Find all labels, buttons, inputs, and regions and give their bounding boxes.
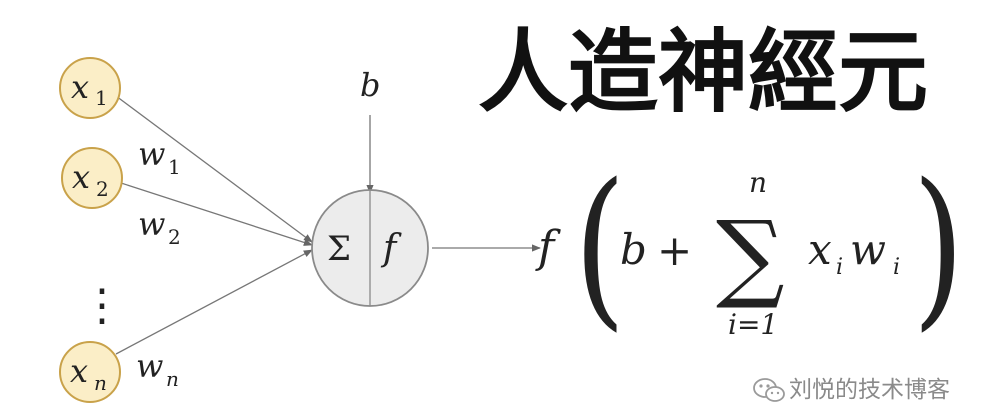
formula-plus: + <box>657 226 692 275</box>
formula: f ( b + ∑ n i=1 x i w i ) <box>535 148 965 348</box>
input-2-symbol: x <box>72 158 90 196</box>
weight-2-label: w 2 <box>138 205 181 249</box>
input-2-index: 2 <box>96 177 109 201</box>
weight-2-index: 2 <box>168 225 181 249</box>
input-2-connection <box>117 181 313 246</box>
weight-2-symbol: w <box>138 205 165 243</box>
formula-sum-symbol: ∑ <box>716 200 785 312</box>
formula-term-x-index: i <box>836 255 843 280</box>
bias-label: b <box>360 66 380 104</box>
input-n-connection <box>115 249 313 355</box>
input-n-symbol: x <box>70 352 88 390</box>
formula-term-x: x <box>808 225 832 274</box>
input-n-index: n <box>94 371 107 395</box>
wechat-icon <box>753 378 785 402</box>
input-1-connection <box>115 95 313 243</box>
formula-close-paren: ) <box>912 148 964 348</box>
input-1-symbol: x <box>71 68 89 106</box>
input-node-n: x n <box>59 341 121 403</box>
watermark-label: 刘悦的技术博客 <box>789 377 950 403</box>
formula-bias: b <box>620 225 647 274</box>
formula-term-w: w <box>850 225 886 274</box>
formula-open-paren: ( <box>574 148 626 348</box>
weight-n-index: n <box>166 367 179 391</box>
page-title: 人造神經元 <box>478 19 928 125</box>
formula-upper-limit: n <box>749 166 767 199</box>
input-ellipsis: ⋮ <box>80 280 124 331</box>
weight-n-label: w n <box>136 347 179 391</box>
formula-lower-limit: i=1 <box>728 308 778 341</box>
formula-function: f <box>535 222 561 273</box>
input-node-2: x 2 <box>61 147 123 209</box>
weight-1-index: 1 <box>168 155 181 179</box>
formula-term-w-index: i <box>893 255 900 280</box>
weight-n-symbol: w <box>136 347 163 385</box>
input-node-1: x 1 <box>59 57 121 119</box>
weight-1-label: w 1 <box>138 135 181 179</box>
input-1-index: 1 <box>95 86 108 110</box>
neuron-node: Σ f <box>311 189 429 307</box>
weight-1-symbol: w <box>138 135 165 173</box>
watermark: 刘悦的技术博客 <box>753 377 950 403</box>
neuron-sum-symbol: Σ <box>327 229 351 269</box>
